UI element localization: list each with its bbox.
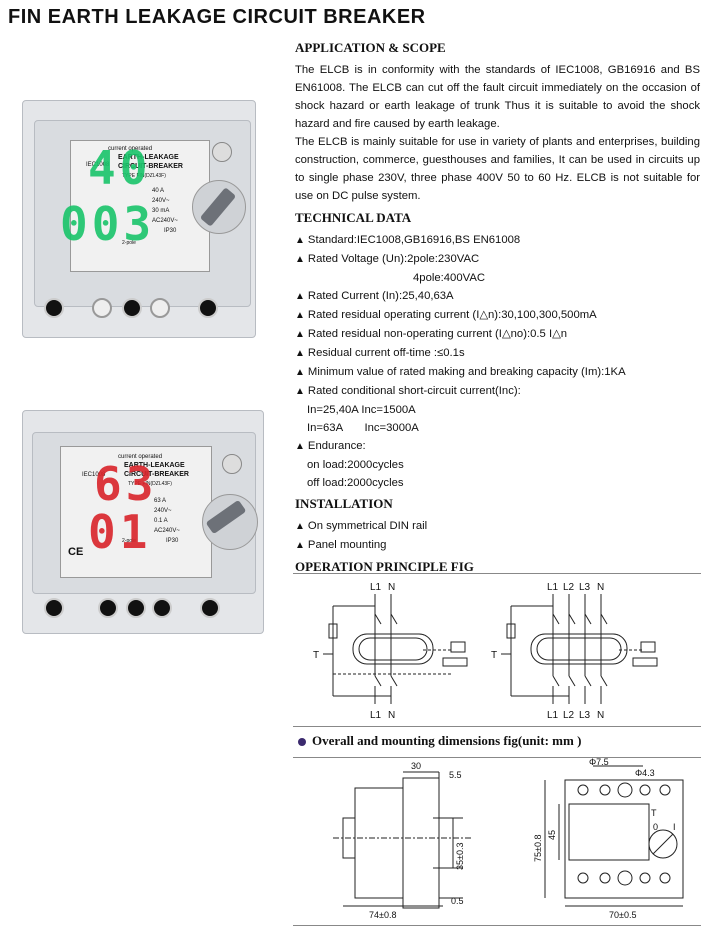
- dim-phi-4-3: Φ4.3: [635, 768, 655, 778]
- page-title: FIN EARTH LEAKAGE CIRCUIT BREAKER: [8, 6, 426, 28]
- bullet-icon: [298, 738, 306, 747]
- text-column: APPLICATION & SCOPE The ELCB is in confo…: [295, 40, 700, 580]
- test-button[interactable]: [222, 454, 242, 474]
- test-button[interactable]: [212, 142, 232, 162]
- fig1-bottom-n: N: [388, 710, 395, 721]
- tech-item: ▲Residual current off-time :≤0.1s: [295, 347, 465, 359]
- divider-bottom: [293, 925, 701, 926]
- divider-operation-bottom: [293, 726, 701, 727]
- tech-item: ▲Rated Current (In):25,40,63A: [295, 290, 454, 302]
- product-photo-red: current operated EARTH-LEAKAGE CIRCUIT-B…: [22, 410, 267, 635]
- dim-30: 30: [411, 761, 421, 771]
- terminal-4: [152, 598, 172, 618]
- poles-text: 2-pole: [122, 538, 136, 544]
- tech-item: ▲Rated residual operating current (I△n):…: [295, 309, 597, 321]
- tech-item: In=63A Inc=3000A: [307, 422, 419, 434]
- dim-45: 45: [547, 830, 557, 840]
- dim-70: 70±0.5: [609, 910, 636, 920]
- type-text: TYPE FIN(DZL43F): [122, 173, 166, 179]
- brand-line3: CIRCUIT-BREAKER: [118, 163, 183, 170]
- fig1-top-n: N: [388, 582, 395, 593]
- front-o-label: 0: [653, 822, 658, 832]
- tech-item: on load:2000cycles: [307, 459, 404, 471]
- fig1-test-label: T: [313, 650, 319, 661]
- std-text: IEC1008: [82, 472, 106, 478]
- fig2-top-l3: L3: [579, 582, 591, 593]
- fig2-top-n: N: [597, 582, 604, 593]
- terminal-5: [198, 298, 218, 318]
- application-para-1: The ELCB is in conformity with the stand…: [295, 64, 700, 130]
- fig2-bottom-l1: L1: [547, 710, 559, 721]
- brand-line1: current operated: [118, 454, 163, 460]
- terminal-1: [44, 298, 64, 318]
- poles-text: 2-pole: [122, 240, 136, 246]
- terminal-3: [126, 598, 146, 618]
- dimensions-diagram: 30 5.5 35±0.3 74±0.8 0.5 Φ7.5 Φ4.3 75±0.…: [333, 758, 684, 920]
- product-photo-green: current operated EARTH-LEAKAGE CIRCUIT-B…: [22, 100, 262, 340]
- front-t-label: T: [651, 808, 657, 818]
- dim-35: 35±0.3: [455, 843, 465, 870]
- terminal-2: [98, 598, 118, 618]
- ce-mark: CE: [68, 546, 84, 558]
- overlay-rating: 63: [94, 457, 158, 511]
- overlay-sensitivity: 003: [60, 197, 156, 251]
- terminal-2: [92, 298, 112, 318]
- dim-0-5: 0.5: [451, 896, 464, 906]
- operation-diagram: L1 N L1 N T L1 L2 L3 N L1 L2 L3 N T: [313, 582, 658, 721]
- tech-item: ▲Rated Voltage (Un):2pole:230VAC: [295, 253, 480, 265]
- tech-item: ▲Rated residual non-operating current (I…: [295, 328, 568, 340]
- brand-line1: current operated: [108, 146, 153, 152]
- application-para-2: The ELCB is mainly suitable for use in v…: [295, 136, 700, 202]
- type-text: TYPE FIN(DZL43F): [128, 481, 172, 487]
- dim-5-5: 5.5: [449, 770, 462, 780]
- installation-heading: INSTALLATION: [295, 496, 393, 511]
- brand-line2: EARTH-LEAKAGE: [124, 462, 185, 469]
- terminal-1: [44, 598, 64, 618]
- tech-item: ▲Endurance:: [295, 440, 366, 452]
- tech-item: off load:2000cycles: [307, 477, 404, 489]
- std-text: IEC1008: [86, 162, 110, 168]
- dim-75: 75±0.8: [533, 835, 543, 862]
- product-label-panel: [60, 446, 212, 578]
- tech-item: ▲Standard:IEC1008,GB16916,BS EN61008: [295, 234, 521, 246]
- dim-phi-7-5: Φ7.5: [589, 758, 609, 767]
- terminal-5: [200, 598, 220, 618]
- tech-item: ▲Minimum value of rated making and break…: [295, 366, 626, 378]
- dimensions-heading: Overall and mounting dimensions fig(unit…: [298, 733, 581, 749]
- operation-heading: OPERATION PRINCIPLE FIG: [295, 559, 474, 574]
- divider-dimensions: [293, 757, 701, 758]
- technical-heading: TECHNICAL DATA: [295, 210, 412, 225]
- overlay-rating: 40: [88, 141, 152, 195]
- brand-line2: EARTH-LEAKAGE: [118, 154, 179, 161]
- front-i-label: I: [673, 822, 676, 832]
- tech-item: In=25,40A Inc=1500A: [307, 404, 416, 416]
- fig1-top-l1: L1: [370, 582, 382, 593]
- tech-item: ▲Rated conditional short-circuit current…: [295, 385, 521, 397]
- application-heading: APPLICATION & SCOPE: [295, 40, 446, 55]
- terminal-3: [122, 298, 142, 318]
- overlay-sensitivity: 01: [88, 505, 152, 559]
- product-label-panel: [70, 140, 210, 272]
- terminal-4: [150, 298, 170, 318]
- fig1-bottom-l1: L1: [370, 710, 382, 721]
- dim-74: 74±0.8: [369, 910, 396, 920]
- brand-line3: CIRCUIT-BREAKER: [124, 471, 189, 478]
- install-item: ▲On symmetrical DIN rail: [295, 520, 428, 532]
- fig2-top-l2: L2: [563, 582, 575, 593]
- fig2-test-label: T: [491, 650, 497, 661]
- tech-item: 4pole:400VAC: [413, 272, 486, 284]
- fig2-bottom-l3: L3: [579, 710, 591, 721]
- fig2-top-l1: L1: [547, 582, 559, 593]
- divider-operation-top: [293, 573, 701, 574]
- fig2-bottom-l2: L2: [563, 710, 575, 721]
- install-item: ▲Panel mounting: [295, 539, 387, 551]
- fig2-bottom-n: N: [597, 710, 604, 721]
